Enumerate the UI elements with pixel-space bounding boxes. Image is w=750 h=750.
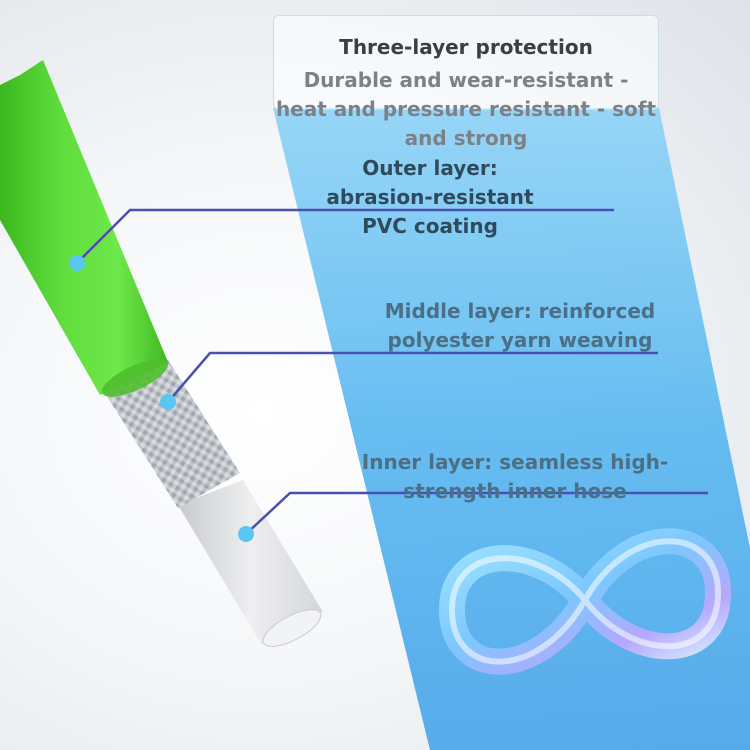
leader-line-inner — [245, 491, 708, 535]
callout-dot-middle — [160, 394, 176, 410]
inner-hose-end — [262, 609, 322, 647]
callout-middle-layer: Middle layer: reinforced polyester yarn … — [384, 299, 656, 352]
callout-inner-layer: Inner layer: seamless high-strength inne… — [361, 450, 669, 503]
leader-line-middle — [167, 351, 658, 403]
blue-panel — [273, 108, 750, 750]
callout-dot-inner — [238, 526, 254, 542]
callout-outer-layer: Outer layer: abrasion-resistant PVC coat… — [326, 156, 534, 238]
outer-hose — [0, 60, 168, 395]
infinity-icon — [438, 528, 732, 675]
inner-hose — [178, 480, 323, 645]
leader-line-outer — [76, 208, 614, 264]
braided-layer — [103, 360, 240, 508]
braided-layer-shadow — [103, 360, 240, 508]
header-box — [273, 15, 659, 110]
outer-hose-rim — [101, 359, 169, 397]
header-subtitle: Durable and wear-resistant - heat and pr… — [275, 68, 657, 150]
callout-dot-outer — [69, 255, 85, 271]
header-title: Three-layer protection — [339, 35, 593, 59]
